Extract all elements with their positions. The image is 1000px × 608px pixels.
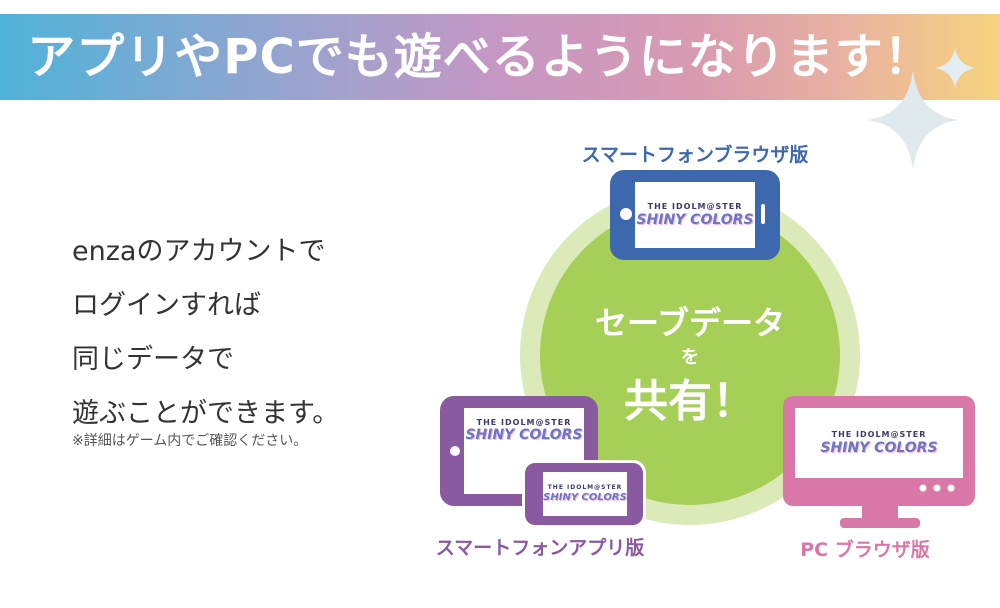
logo-main: SHINY COLORS <box>820 439 938 456</box>
smartphone-app-device: THE IDOLM@STER SHINY COLORS <box>522 460 646 528</box>
smartphone-browser-device: THE IDOLM@STER SHINY COLORS <box>610 170 780 260</box>
home-button-icon <box>450 446 460 456</box>
sparkle-icon <box>935 48 975 88</box>
description: enzaのアカウントで ログインすれば 同じデータで 遊ぶことができます。 <box>72 225 339 441</box>
speaker-icon <box>761 204 765 224</box>
note: ※詳細はゲーム内でご確認ください。 <box>72 433 308 449</box>
pc-monitor-device: THE IDOLM@STER SHINY COLORS <box>783 396 975 506</box>
description-line: ログインすれば <box>72 290 261 321</box>
label-smartphone-app: スマートフォンアプリ版 <box>435 537 645 559</box>
monitor-base <box>840 518 920 528</box>
logo-top: THE IDOLM@STER <box>476 418 572 427</box>
logo-top: THE IDOLM@STER <box>647 202 743 212</box>
label-pc-browser: PC ブラウザ版 <box>800 539 930 561</box>
center-text-3: 共有！ <box>624 376 756 427</box>
game-logo: THE IDOLM@STER SHINY COLORS <box>543 472 627 516</box>
monitor-stand <box>862 506 898 520</box>
banner-title: アプリやPCでも遊べるようになります！ <box>27 29 933 85</box>
logo-top: THE IDOLM@STER <box>831 430 927 440</box>
logo-main: SHINY COLORS <box>543 491 627 503</box>
home-button-icon <box>620 208 632 220</box>
label-smartphone-browser: スマートフォンブラウザ版 <box>581 144 809 166</box>
center-text-2: を <box>681 347 699 368</box>
game-logo: THE IDOLM@STER SHINY COLORS <box>795 408 963 478</box>
description-line: 遊ぶことができます。 <box>72 398 340 429</box>
description-line: 同じデータで <box>72 344 234 375</box>
logo-top: THE IDOLM@STER <box>547 483 623 491</box>
indicator-dots-icon <box>919 484 955 492</box>
description-line: enzaのアカウントで <box>72 236 326 267</box>
game-logo: THE IDOLM@STER SHINY COLORS <box>635 182 755 248</box>
header-banner <box>0 14 1000 100</box>
logo-main: SHINY COLORS <box>636 211 754 228</box>
game-logo: THE IDOLM@STER SHINY COLORS <box>464 408 584 494</box>
sparkle-icon <box>868 70 958 170</box>
center-text-1: セーブデータ <box>594 304 786 342</box>
logo-main: SHINY COLORS <box>465 427 583 444</box>
